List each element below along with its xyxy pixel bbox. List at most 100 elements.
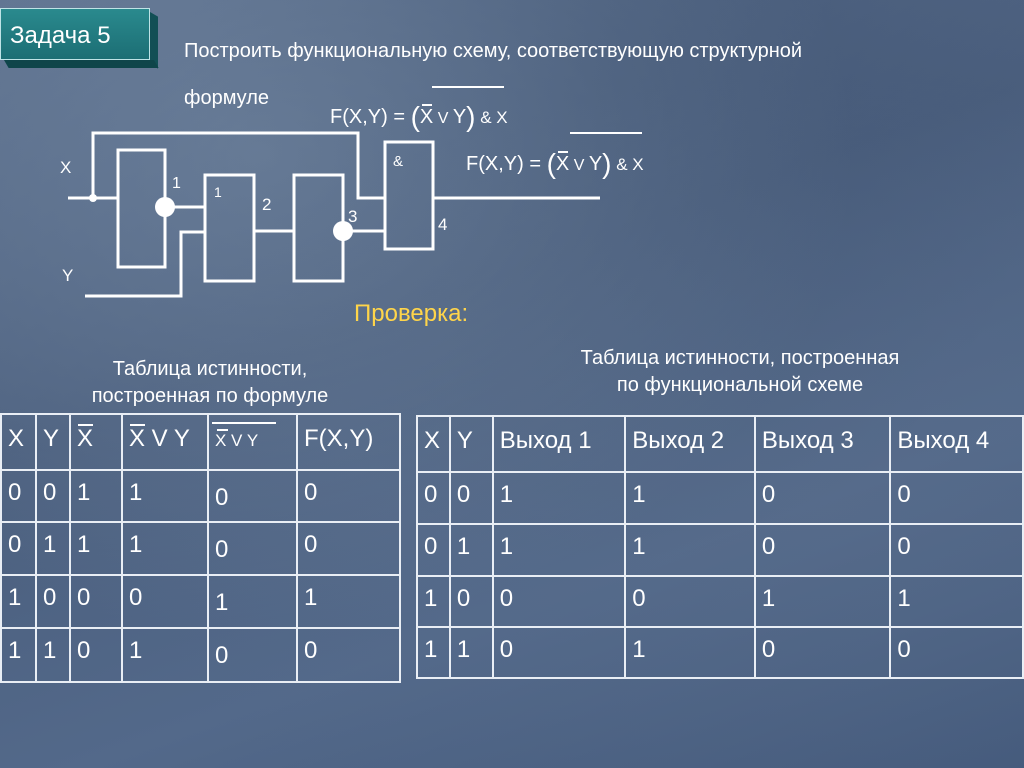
truth-table-circuit: X Y Выход 1 Выход 2 Выход 3 Выход 4 0 0 … [416,415,1024,679]
task-line2: формуле [184,87,270,109]
table1-cell: 1 [35,627,71,683]
table-row: 0 0 1 1 0 0 [416,471,1024,525]
table1-header-not-x-bar [78,424,93,426]
table2-header-y: Y [448,415,494,473]
label-input-x: X [60,158,71,177]
table2-cell: 1 [448,626,494,679]
label-node-1: 1 [172,175,181,192]
table1-cell: 0 [121,574,209,629]
table2-cell: 0 [491,575,627,628]
table2-header-x: X [416,415,451,473]
table1-cell: 0 [35,574,71,629]
table2-cell: 1 [889,575,1024,628]
table1-cell: 1 [0,627,37,683]
badge-face [0,8,150,60]
table2-cell: 0 [889,523,1024,577]
label-node-2: 2 [262,195,271,214]
table1-caption-line2: построенная по формуле [91,385,329,407]
table2-cell: 0 [624,575,756,628]
table2-caption: Таблица истинности, построенная по функц… [520,345,960,399]
table2-cell: 1 [416,575,451,628]
formula1-paren-open: ( [410,101,420,132]
table2-cell: 1 [624,523,756,577]
table2-header-out1: Выход 1 [491,415,627,473]
table1-cell: 0 [69,574,123,629]
table2-caption-line1: Таблица истинности, построенная [580,347,900,369]
table1-cell: 1 [121,521,209,576]
table1-header-f: F(X,Y) [296,413,401,471]
formula1-or: V [433,110,453,127]
table2-cell: 0 [753,471,892,525]
wire-x-branch [91,131,385,200]
table2-cell: 1 [624,626,756,679]
label-node-3: 3 [348,207,357,226]
task-badge: Задача 5 [0,8,159,69]
table2-cell: 0 [753,523,892,577]
table1-cell: 1 [296,574,401,629]
table2-header-out2: Выход 2 [624,415,756,473]
table1-caption-line1: Таблица истинности, [112,358,308,380]
table2-cell: 0 [448,471,494,525]
table2-cell: 1 [491,471,627,525]
formula2-x: X [555,151,570,175]
formula1-x: X [419,104,434,128]
and-gate [383,140,435,251]
table1-header-neg-or-bar [212,422,276,424]
table2-cell: 0 [889,471,1024,525]
table1-header-neg-or-x-bar [217,429,228,431]
task-line1: Построить функциональную схему, соответс… [184,40,803,62]
table2-header-row: X Y Выход 1 Выход 2 Выход 3 Выход 4 [416,415,1024,473]
check-label: Проверка: [354,300,469,327]
wire-y-input [85,230,205,298]
table1-header-row: X Y X X V Y X V Y F(X,Y) [0,413,401,471]
formula2-and: & X [611,155,644,174]
table-row: 0 0 1 1 0 0 [0,469,401,523]
table1-cell: 0 [35,469,71,523]
badge-title: Задача 5 [10,22,111,49]
table2-cell: 0 [889,626,1024,679]
label-input-y: Y [62,266,73,285]
truth-table-formula: X Y X X V Y X V Y F(X,Y) 0 0 1 1 0 0 0 1… [0,413,401,683]
label-or-symbol: 1 [214,184,222,200]
table1-cell: 1 [69,521,123,576]
table1-cell: 1 [207,574,298,629]
junction-dot [89,194,97,202]
table1-cell: 1 [69,469,123,523]
table2-header-out3: Выход 3 [753,415,892,473]
table1-header-neg-or: X V Y [207,413,298,471]
table-row: 1 1 0 1 0 0 [0,627,401,683]
table1-cell: 0 [207,521,298,576]
table1-cell: 0 [0,521,37,576]
logic-circuit: X Y 1 1 2 3 & 4 [60,131,600,298]
table1-header-notx-bar [130,424,145,426]
table-row: 1 1 0 1 0 0 [416,626,1024,679]
table1-cell: 1 [121,469,209,523]
table2-cell: 0 [416,471,451,525]
table1-cell: 1 [121,627,209,683]
table2-cell: 1 [491,523,627,577]
table1-cell: 0 [207,627,298,683]
formula2-or: V [569,157,589,174]
formula1-y: Y [452,106,467,128]
table2-cell: 0 [753,626,892,679]
formula2-y: Y [588,153,603,175]
table-row: 1 0 0 0 1 1 [416,575,1024,628]
table1-cell: 1 [0,574,37,629]
table2-caption-line2: по функциональной схеме [616,374,864,396]
formula2-paren-close: ) [602,148,612,179]
table2-cell: 1 [448,523,494,577]
formula1-overline [432,86,504,88]
table2-cell: 1 [753,575,892,628]
label-and-symbol: & [393,153,403,170]
table1-header-x: X [0,413,37,471]
formula1-prefix: F(X,Y) = [330,106,411,128]
formula1-and: & X [475,108,508,127]
table1-cell: 0 [207,469,298,523]
table2-cell: 0 [416,523,451,577]
inversion-circle-2 [333,221,353,241]
table1-cell: 0 [296,469,401,523]
formula2-paren-open: ( [546,148,556,179]
table1-cell: 0 [296,521,401,576]
table1-cell: 1 [35,521,71,576]
or-gate [203,173,256,283]
